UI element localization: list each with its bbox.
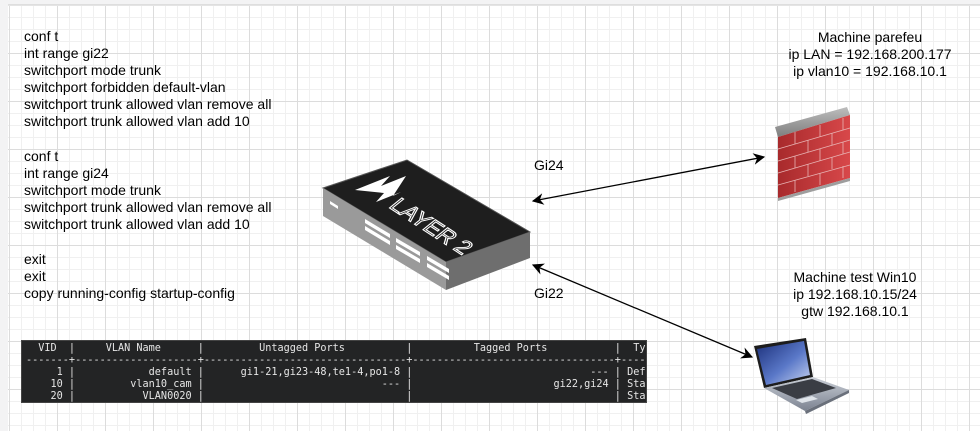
link-gi24-connector bbox=[531, 153, 766, 205]
link-gi22-connector bbox=[531, 263, 754, 359]
firewall-label-line: ip LAN = 192.168.200.177 bbox=[788, 46, 952, 62]
layer2-switch-icon: LAYER 2 bbox=[321, 159, 532, 290]
config-line: conf t bbox=[24, 28, 59, 44]
firewall-label: Machine parefeu ip LAN = 192.168.200.177… bbox=[760, 29, 980, 80]
laptop-label-line: Machine test Win10 bbox=[793, 269, 917, 285]
config-line: conf t bbox=[24, 148, 59, 164]
laptop-label-line: ip 192.168.10.15/24 bbox=[793, 286, 917, 302]
config-line: exit bbox=[24, 251, 46, 267]
firewall-label-line: Machine parefeu bbox=[817, 29, 923, 45]
config-line: switchport trunk allowed vlan remove all bbox=[24, 199, 272, 215]
vlan-table-terminal: VID | VLAN Name | Untagged Ports | Tagge… bbox=[21, 340, 647, 403]
config-line: exit bbox=[24, 268, 46, 284]
vlan-table-text: VID | VLAN Name | Untagged Ports | Tagge… bbox=[22, 341, 647, 402]
laptop-label-line: gtw 192.168.10.1 bbox=[801, 303, 909, 319]
config-line: copy running-config startup-config bbox=[24, 285, 235, 301]
config-line: switchport trunk allowed vlan add 10 bbox=[24, 113, 250, 129]
config-line: int range gi24 bbox=[24, 165, 109, 181]
config-line: switchport trunk allowed vlan remove all bbox=[24, 96, 272, 112]
vlan-table-row: 20 | VLAN0020 | | | Static bbox=[50, 391, 646, 402]
config-line: int range gi22 bbox=[24, 45, 109, 61]
vlan-table-separator: -------+--------------------+-----------… bbox=[26, 355, 647, 366]
config-line: switchport mode trunk bbox=[24, 182, 161, 198]
vlan-table-row: 10 | vlan10_cam | --- | gi22,gi24 | Stat… bbox=[50, 379, 646, 390]
config-line: switchport trunk allowed vlan add 10 bbox=[24, 216, 250, 232]
vlan-table-row: 1 | default | gi1-21,gi23-48,te1-4,po1-8… bbox=[56, 367, 646, 378]
laptop-icon bbox=[754, 338, 849, 414]
config-line: switchport forbidden default-vlan bbox=[24, 79, 226, 95]
firewall-label-line: ip vlan10 = 192.168.10.1 bbox=[793, 63, 947, 79]
vlan-table-header: VID | VLAN Name | Untagged Ports | Tagge… bbox=[38, 343, 646, 354]
laptop-label: Machine test Win10 ip 192.168.10.15/24 g… bbox=[760, 269, 950, 320]
firewall-brick-wall-icon bbox=[775, 107, 851, 201]
config-line: switchport mode trunk bbox=[24, 62, 161, 78]
